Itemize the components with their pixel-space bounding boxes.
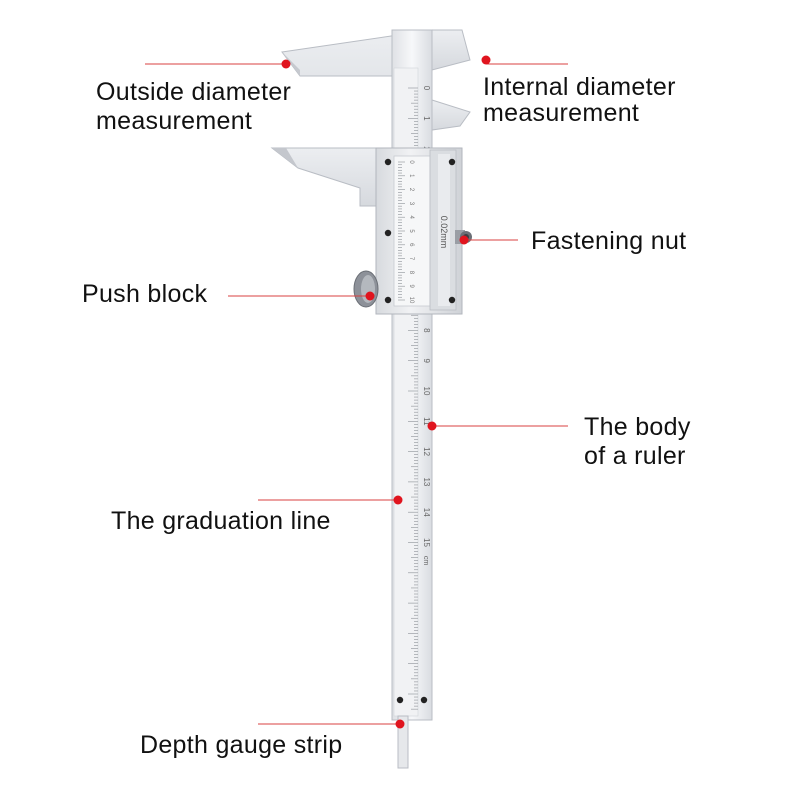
main-scale-number: 13 [422,477,431,486]
vernier-number: 6 [408,243,414,247]
label-depth-gauge: Depth gauge strip [140,731,343,759]
main-scale-number: 1 [422,116,431,121]
vernier-number: 3 [408,202,414,206]
slider-screws [384,158,456,304]
main-scale-unit: cm [422,556,429,566]
leader-lines [145,63,568,725]
depth-gauge-strip [396,696,428,769]
marker-ruler-body [427,421,437,431]
main-scale-number: 9 [422,358,431,363]
main-scale-number: 11 [422,417,431,426]
main-scale-number: 8 [422,328,431,333]
label-graduation-line: The graduation line [111,507,331,535]
label-ruler-body: The body of a ruler [584,413,691,470]
main-scale-number: 0 [422,86,431,91]
push-block [353,270,379,308]
vernier-number: 4 [408,216,414,220]
marker-push-block [365,291,375,301]
label-fastening-nut: Fastening nut [531,227,687,255]
marker-depth-gauge [395,719,405,729]
marker-outside-diameter [281,59,291,69]
marker-dots [281,55,491,729]
vernier-number: 1 [408,174,414,178]
internal-jaw-fixed [431,29,471,71]
sliding-jaw [270,147,385,207]
main-scale-number: 14 [422,508,431,517]
vernier-number: 0 [408,160,414,164]
main-scale-number: 15 [422,538,431,547]
vernier-number: 8 [408,271,414,275]
precision-marking: 0.02mm [439,216,449,249]
main-scale-number: 12 [422,447,431,456]
label-push-block: Push block [82,280,208,308]
main-scale-number: 10 [422,387,431,396]
vernier-number: 9 [408,285,414,289]
label-outside-diameter: Outside diameter measurement [96,78,292,135]
marker-graduation-line [393,495,403,505]
label-internal-diameter: Internal diameter measurement [483,73,676,127]
vernier-number: 5 [408,229,414,233]
vernier-number: 10 [408,297,414,304]
internal-jaw-sliding [431,99,471,131]
marker-fastening-nut [459,235,469,245]
marker-internal-diameter [481,55,491,65]
vernier-scale: 0 1 2 3 4 5 6 7 8 9 10 [398,160,414,304]
vernier-number: 2 [408,188,414,192]
vernier-number: 7 [408,257,414,261]
vernier-slider [375,147,463,315]
